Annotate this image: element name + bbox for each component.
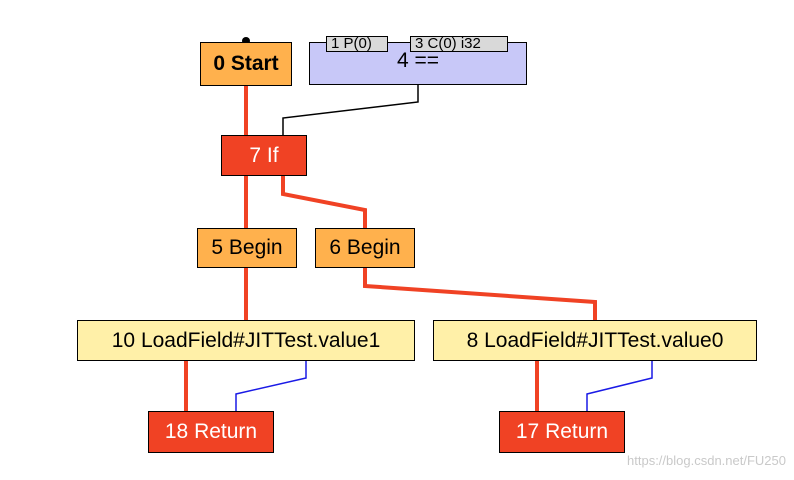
compare-node-label: 4 == <box>396 49 440 72</box>
constant-port[interactable]: 3 C(0) i32 <box>410 36 508 52</box>
load-field-node-10-label: 10 LoadField#JITTest.value1 <box>111 328 381 352</box>
if-node[interactable]: 7 If <box>221 135 307 176</box>
edge-if-begin6 <box>281 176 367 228</box>
return-node-17-label: 17 Return <box>515 420 609 443</box>
start-node[interactable]: 0 Start <box>200 42 292 86</box>
return-node-17[interactable]: 17 Return <box>499 411 625 453</box>
begin-node-5-label: 5 Begin <box>211 236 283 259</box>
load-field-node-10[interactable]: 10 LoadField#JITTest.value1 <box>77 320 415 361</box>
load-field-node-8[interactable]: 8 LoadField#JITTest.value0 <box>433 320 757 361</box>
start-anchor-dot <box>242 37 250 45</box>
edge-cmp-if <box>282 85 419 135</box>
edge-begin6-load8 <box>363 268 597 320</box>
return-node-18-label: 18 Return <box>164 420 258 443</box>
parameter-port[interactable]: 1 P(0) <box>326 36 388 52</box>
constant-port-label: 3 C(0) i32 <box>415 35 481 52</box>
begin-node-6[interactable]: 6 Begin <box>315 228 415 268</box>
begin-node-5[interactable]: 5 Begin <box>197 228 297 268</box>
start-node-label: 0 Start <box>213 52 279 75</box>
parameter-port-label: 1 P(0) <box>331 35 372 52</box>
edge-load8-ret17-value <box>586 361 653 411</box>
if-node-label: 7 If <box>249 143 279 167</box>
return-node-18[interactable]: 18 Return <box>148 411 274 453</box>
watermark: https://blog.csdn.net/FU250 <box>627 453 786 468</box>
begin-node-6-label: 6 Begin <box>329 236 401 259</box>
load-field-node-8-label: 8 LoadField#JITTest.value0 <box>466 328 724 352</box>
edge-load10-ret18-value <box>235 361 307 411</box>
